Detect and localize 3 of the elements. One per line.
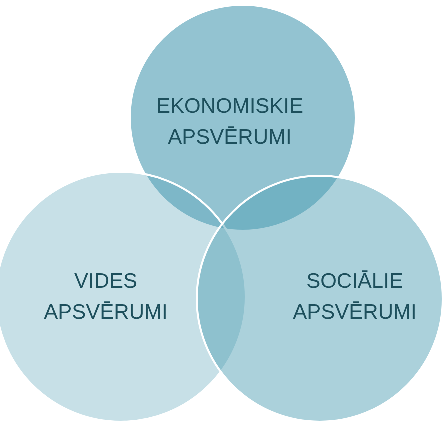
circle-label: EKONOMISKIE APSVĒRUMI xyxy=(155,94,305,151)
circle-label: SOCIĀLIE APSVĒRUMI xyxy=(292,269,418,326)
circle-label: VIDES APSVĒRUMI xyxy=(43,269,169,326)
